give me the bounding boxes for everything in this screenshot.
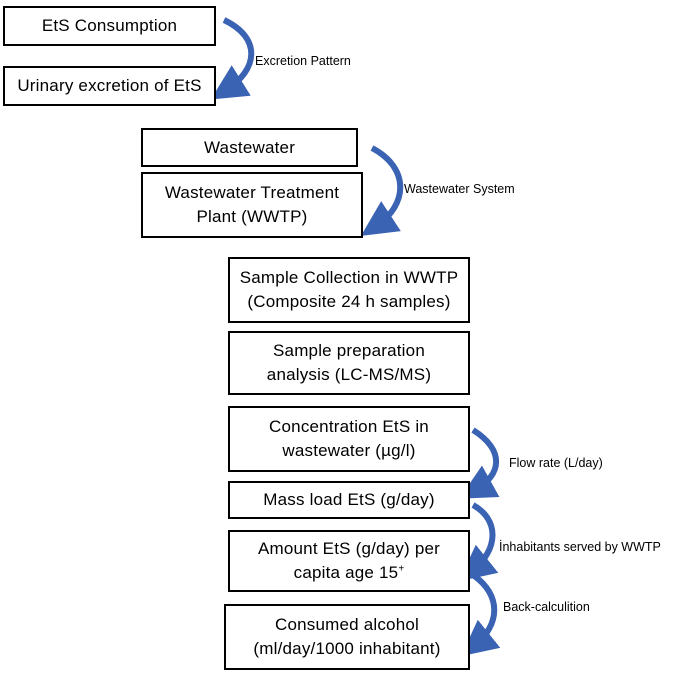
sample-collection-line2: (Composite 24 h samples) (247, 292, 451, 311)
mass-load-text: Mass load EtS (g/day) (263, 490, 435, 509)
arrow-wastewater-system (360, 145, 404, 236)
mass-load-box: Mass load EtS (g/day) (228, 481, 470, 519)
arrow-excretion (210, 17, 255, 100)
ets-consumption-box: EtS Consumption (3, 6, 216, 46)
excretion-pattern-label: Excretion Pattern (255, 54, 351, 68)
concentration-line2: wastewater (µg/l) (282, 441, 416, 460)
sample-collection-line1: Sample Collection in WWTP (239, 268, 459, 287)
urinary-excretion-text: Urinary excretion of EtS (17, 76, 202, 95)
sample-preparation-box: Sample preparation analysis (LC-MS/MS) (228, 331, 470, 395)
flow-rate-label: Flow rate (L/day) (509, 456, 603, 470)
wastewater-box: Wastewater (141, 128, 358, 167)
wwtp-box: Wastewater Treatment Plant (WWTP) (141, 172, 363, 238)
concentration-box: Concentration EtS in wastewater (µg/l) (228, 406, 470, 472)
sample-collection-box: Sample Collection in WWTP (Composite 24 … (228, 257, 470, 323)
arrow-flow-rate (459, 427, 500, 499)
wwtp-line2: Plant (WWTP) (196, 207, 308, 226)
consumed-alcohol-box: Consumed alcohol (ml/day/1000 inhabitant… (224, 604, 470, 670)
consumed-line2: (ml/day/1000 inhabitant) (253, 639, 441, 658)
ets-consumption-text: EtS Consumption (41, 16, 178, 35)
sample-preparation-line2: analysis (LC-MS/MS) (266, 365, 432, 384)
amount-line2: capita age 15 (293, 563, 399, 582)
urinary-excretion-box: Urinary excretion of EtS (3, 66, 216, 106)
wastewater-system-label: Wastewater System (404, 182, 515, 196)
concentration-line1: Concentration EtS in (269, 417, 429, 436)
amount-superscript: + (398, 563, 405, 575)
amount-line1: Amount EtS (g/day) per (257, 539, 441, 558)
arrow-inhabitants (458, 502, 499, 582)
arrow-back-calculation (460, 572, 501, 657)
sample-preparation-line1: Sample preparation (273, 341, 425, 360)
wwtp-line1: Wastewater Treatment (164, 183, 340, 202)
back-calculation-label: Back-calculition (503, 600, 590, 614)
wastewater-text: Wastewater (203, 137, 296, 157)
amount-per-capita-box: Amount EtS (g/day) per capita age 15+ (228, 530, 470, 592)
inhabitants-served-label: İnhabitants served by WWTP (499, 540, 661, 554)
consumed-line1: Consumed alcohol (274, 615, 419, 634)
